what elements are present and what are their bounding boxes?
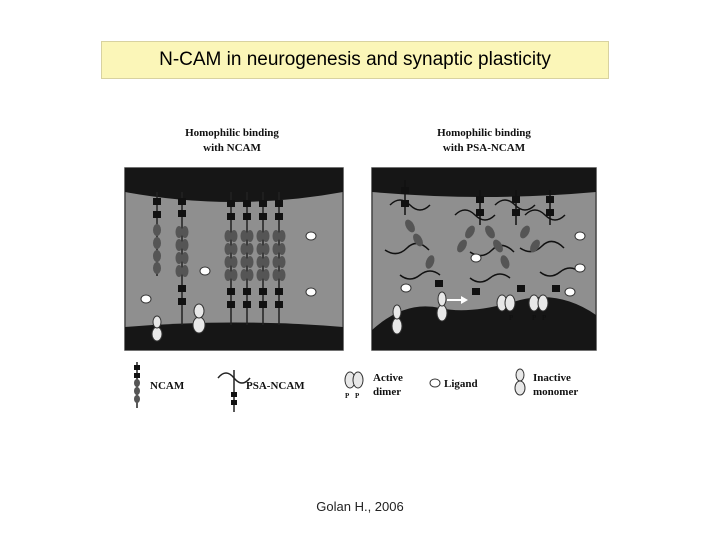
ligand	[140, 294, 152, 304]
phospho-mark: P	[345, 392, 350, 400]
left-bottom-membrane	[125, 322, 343, 350]
right-panel-heading-2: with PSA-NCAM	[443, 142, 526, 154]
left-panel-heading-1: Homophilic binding	[185, 127, 279, 139]
inactive-monomer	[151, 315, 163, 342]
inactive-monomer	[391, 304, 403, 335]
right-bottom-membrane	[372, 297, 596, 350]
phospho-mark: P	[355, 392, 360, 400]
ncam-chain	[272, 192, 286, 325]
ligand	[305, 231, 317, 241]
legend-active-dimer-icon: P P	[344, 371, 364, 400]
inactive-monomer	[436, 291, 448, 322]
left-panel	[124, 167, 344, 351]
right-panel: P P P	[371, 167, 597, 351]
left-panel-heading-2: with NCAM	[203, 142, 261, 154]
legend-active-dimer-label-2: dimer	[373, 386, 401, 398]
legend-ligand-label: Ligand	[444, 378, 478, 390]
ncam-chain	[175, 192, 189, 325]
left-ncam-chains	[153, 192, 286, 325]
ncam-chain	[224, 192, 238, 325]
phospho-mark: P	[532, 314, 537, 322]
left-top-membrane	[125, 168, 343, 202]
legend-inactive-label-1: Inactive	[533, 372, 571, 384]
ncam-chain	[153, 192, 161, 276]
right-psa-ncam-chains	[384, 180, 581, 283]
binding-arrow-icon	[447, 296, 468, 304]
ncam-chain	[240, 192, 254, 325]
legend-inactive-monomer-icon	[514, 368, 526, 396]
active-dimer: P P	[528, 294, 549, 322]
phospho-mark: P	[509, 314, 514, 322]
active-dimer: P	[496, 294, 516, 322]
legend-psa-ncam-icon	[217, 370, 251, 412]
ligand	[400, 283, 412, 293]
slide-title: N-CAM in neurogenesis and synaptic plast…	[101, 41, 609, 79]
right-ig-domains	[405, 219, 540, 269]
inactive-monomer	[192, 303, 206, 334]
ligand	[199, 266, 211, 276]
legend-active-dimer-label-1: Active	[373, 372, 403, 384]
right-psa-segments	[401, 187, 560, 295]
ligand	[574, 263, 586, 273]
phospho-mark: P	[542, 314, 547, 322]
ncam-chain	[256, 192, 270, 325]
citation-caption: Golan H., 2006	[316, 499, 404, 514]
ligand	[470, 253, 482, 263]
right-top-membrane	[372, 168, 596, 197]
legend-ncam-icon	[134, 362, 140, 408]
legend-ligand-icon	[429, 378, 441, 388]
legend: NCAM PSA-NCAM P P Active dimer Ligand In…	[134, 362, 578, 412]
right-panel-heading-1: Homophilic binding	[437, 127, 531, 139]
legend-ncam-label: NCAM	[150, 380, 185, 392]
legend-inactive-label-2: monomer	[533, 386, 578, 398]
ligand	[305, 287, 317, 297]
ligand	[574, 231, 586, 241]
legend-psa-ncam-label: PSA-NCAM	[246, 380, 305, 392]
ligand	[564, 287, 576, 297]
